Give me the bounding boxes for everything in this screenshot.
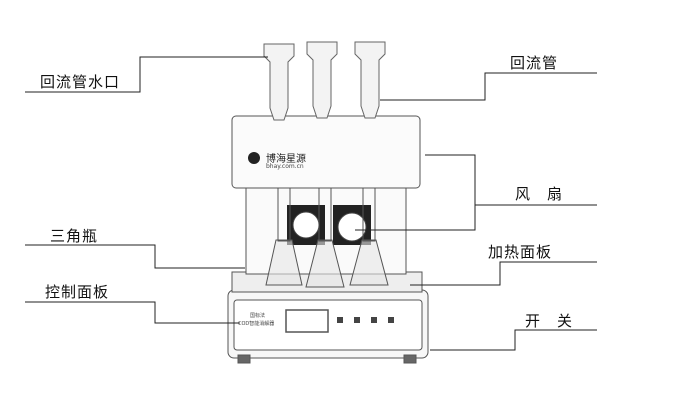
label-switch: 开 关 bbox=[525, 312, 574, 330]
label-reflux-tube: 回流管 bbox=[510, 54, 559, 72]
label-fan: 风 扇 bbox=[515, 185, 564, 203]
label-flask: 三角瓶 bbox=[50, 227, 99, 245]
leader-lines bbox=[25, 56, 597, 351]
label-heating-panel: 加热面板 bbox=[488, 243, 553, 261]
brand-logo-icon bbox=[248, 152, 260, 164]
control-buttons bbox=[337, 317, 394, 323]
brand-website: bhay.com.cn bbox=[266, 163, 304, 170]
brand-name: 博海星源 bbox=[266, 154, 306, 165]
method-label: 国标法 bbox=[250, 313, 266, 319]
model-label: COD智能消解器 bbox=[238, 321, 275, 327]
display-screen bbox=[285, 309, 329, 333]
label-control-panel: 控制面板 bbox=[45, 283, 110, 301]
top-housing bbox=[231, 115, 421, 189]
label-reflux-water-port: 回流管水口 bbox=[40, 73, 121, 91]
reflux-tube-icon bbox=[263, 41, 386, 121]
